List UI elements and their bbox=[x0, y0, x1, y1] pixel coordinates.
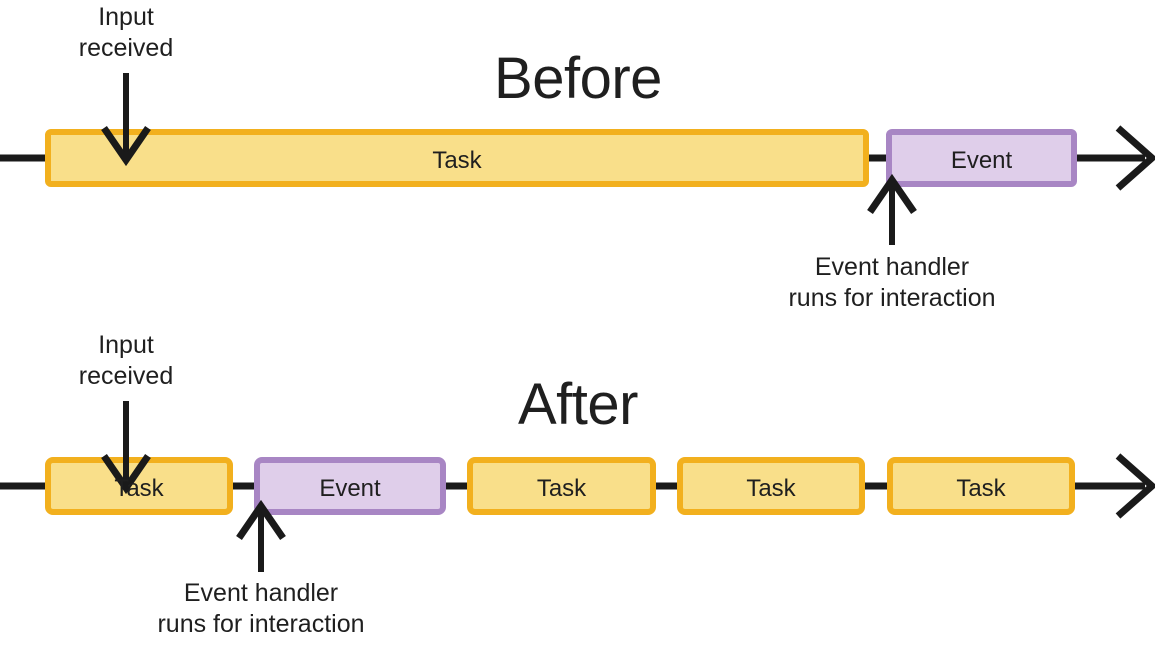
after-task-block-4[interactable] bbox=[887, 457, 1075, 515]
after-event-handler-label: Event handler runs for interaction bbox=[157, 579, 365, 638]
after-row bbox=[0, 401, 1155, 572]
after-task-block-3[interactable] bbox=[677, 457, 865, 515]
before-input-arrow-head bbox=[101, 126, 151, 167]
before-handler-arrow-head bbox=[867, 173, 917, 214]
after-event-block[interactable] bbox=[254, 457, 446, 515]
before-event-handler-label: Event handler runs for interaction bbox=[788, 253, 996, 312]
after-section-title: After bbox=[518, 372, 639, 437]
after-handler-arrow-head bbox=[236, 499, 286, 540]
before-event-block[interactable] bbox=[886, 129, 1077, 187]
before-task-block-label: Task bbox=[432, 147, 482, 174]
after-input-arrow-head bbox=[101, 454, 151, 495]
after-axis-arrowhead bbox=[1115, 453, 1155, 519]
after-event-block-label: Event bbox=[319, 475, 381, 502]
after-task-block-2[interactable] bbox=[467, 457, 656, 515]
before-event-block-label: Event bbox=[950, 147, 1013, 174]
before-axis-arrowhead bbox=[1115, 125, 1155, 191]
before-row bbox=[0, 73, 1155, 245]
after-task-block-2-label: Task bbox=[536, 475, 587, 502]
after-task-block-1[interactable] bbox=[45, 457, 233, 515]
after-task-block-3-label: Task bbox=[746, 475, 796, 502]
before-section-title: Before bbox=[494, 46, 662, 111]
after-task-block-4-label: Task bbox=[956, 475, 1006, 502]
after-input-received-label: Input received bbox=[78, 331, 174, 390]
before-task-block[interactable] bbox=[45, 129, 869, 187]
after-task-block-1-label: Task bbox=[114, 475, 164, 502]
before-input-received-label: Input received bbox=[78, 3, 174, 62]
